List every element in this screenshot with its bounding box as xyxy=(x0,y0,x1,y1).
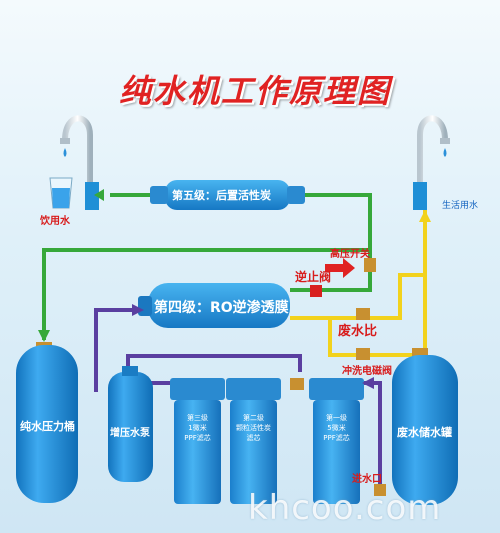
waste-ratio-valve xyxy=(356,308,370,320)
high-pressure-switch xyxy=(364,258,376,272)
booster-top-pipe xyxy=(126,354,302,372)
flow-arrow-icon xyxy=(325,258,355,278)
waste-water-tank xyxy=(392,355,458,505)
stage2-line-2: 颗粒活性炭 xyxy=(236,424,271,432)
stage5-label: 第五级：后置活性炭 xyxy=(172,189,271,202)
pure-water-tank xyxy=(16,345,78,503)
arrow-to-ro-icon xyxy=(132,304,144,316)
stage2-label: 第二级 颗粒活性炭 滤芯 xyxy=(230,413,277,443)
high-pressure-switch-label: 高压开关 xyxy=(330,249,370,260)
flush-valve-label: 冲洗电磁阀 xyxy=(342,366,392,377)
booster-pump xyxy=(108,366,153,482)
flush-solenoid-valve xyxy=(356,348,370,360)
stage3-line-3: PPF滤芯 xyxy=(184,434,211,442)
drinking-glass xyxy=(49,177,73,209)
ro-to-valve-pipe xyxy=(290,270,372,292)
stage1-line-1: 第一级 xyxy=(326,414,347,422)
stage3-label: 第三级 1微米 PPF滤芯 xyxy=(174,413,221,443)
stage2-line-1: 第二级 xyxy=(243,414,264,422)
stage1-filter xyxy=(309,378,364,504)
stage5-carbon-filter xyxy=(150,180,305,210)
valve-to-stage5-pipe xyxy=(300,193,372,258)
booster-pump-label: 增压水泵 xyxy=(110,428,150,439)
stage3-line-1: 第三级 xyxy=(187,414,208,422)
arrow-to-tank-icon xyxy=(38,330,50,342)
waste-ratio-label: 废水比 xyxy=(338,324,378,339)
pure-tank-pipe xyxy=(42,248,370,340)
check-valve xyxy=(310,285,322,297)
water-inlet-label: 进水口 xyxy=(352,474,382,485)
stage3-line-2: 1微米 xyxy=(188,424,207,432)
watermark: khcoo.com xyxy=(248,488,442,528)
flow-arrows xyxy=(38,189,431,389)
stage1-line-2: 5微米 xyxy=(327,424,346,432)
stage1-line-3: PPF滤芯 xyxy=(323,434,350,442)
waste-pipe-upper xyxy=(330,273,425,320)
inlet-port-valve xyxy=(374,484,386,496)
stage2-line-3: 滤芯 xyxy=(246,434,261,442)
stage3-filter xyxy=(170,378,225,504)
arrow-inlet-icon xyxy=(362,377,374,389)
arrow-to-faucet-icon xyxy=(94,189,104,201)
diagram-title: 纯水机工作原理图 xyxy=(118,72,391,110)
domestic-water-label: 生活用水 xyxy=(442,201,479,211)
check-valve-label: 逆止阀 xyxy=(295,270,332,284)
waste-pipe-lower xyxy=(290,316,420,357)
arrow-waste-up-icon xyxy=(419,210,431,222)
waste-tank-label: 废水储水罐 xyxy=(397,426,452,439)
pump-to-ro-pipe xyxy=(94,308,140,392)
stage1-label: 第一级 5微米 PPF滤芯 xyxy=(313,413,360,443)
drinking-water-label: 饮用水 xyxy=(40,216,70,227)
stage4-label: 第四级：RO逆渗透膜 xyxy=(154,300,289,316)
pure-tank-label: 纯水压力桶 xyxy=(20,420,75,433)
stage2-filter xyxy=(226,378,281,504)
domestic-faucet xyxy=(413,115,450,210)
drinking-faucet xyxy=(60,115,99,210)
inlet-valve xyxy=(290,378,304,390)
pure-water-pipes xyxy=(42,193,372,340)
